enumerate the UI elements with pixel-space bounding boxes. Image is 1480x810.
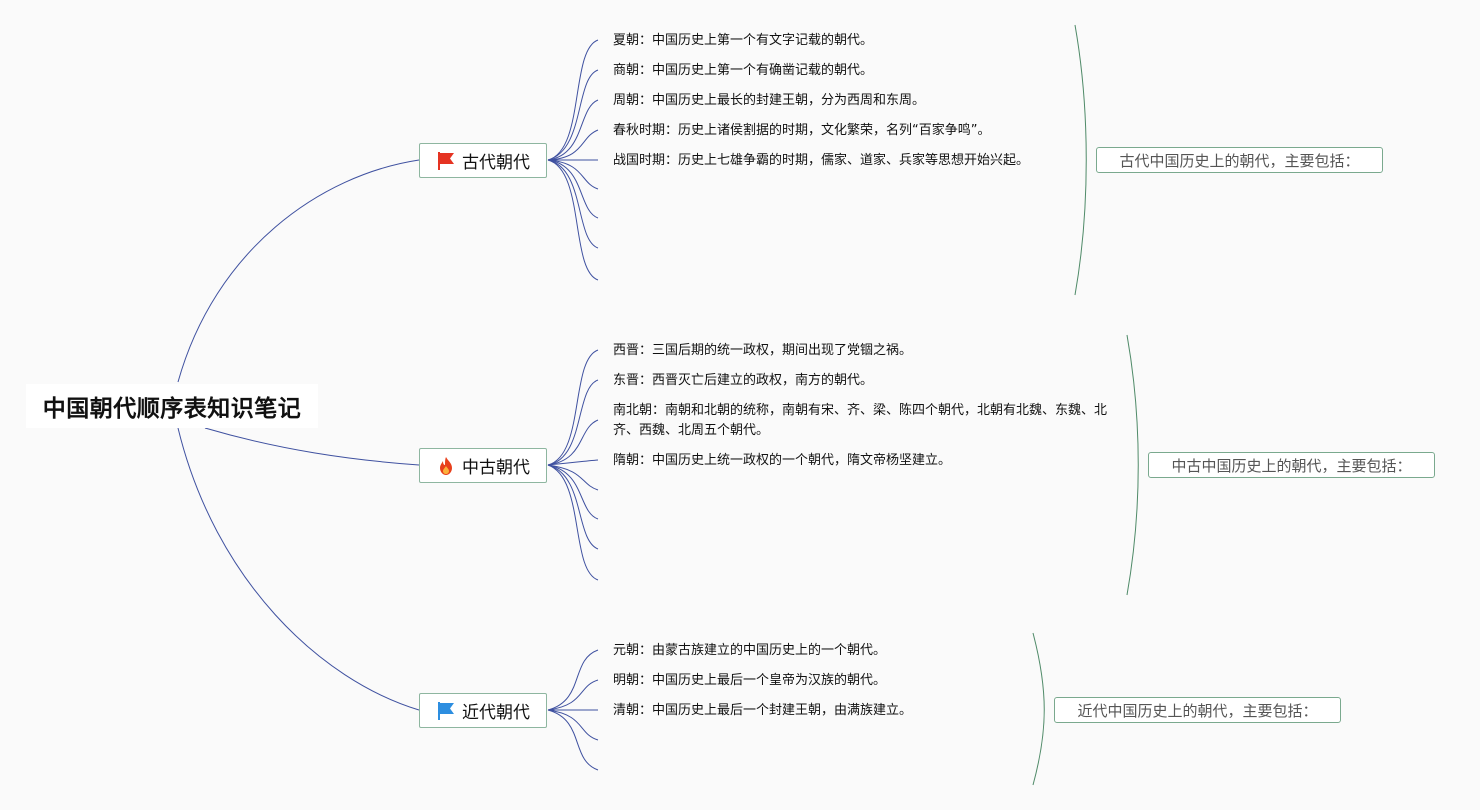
red-flag-icon: [436, 151, 456, 171]
summary-medieval[interactable]: 中古中国历史上的朝代，主要包括：: [1148, 452, 1435, 478]
summary-brace-2: [1126, 334, 1139, 596]
root-connector-2: [204, 427, 420, 466]
branch-1-fan: [547, 39, 599, 281]
fire-icon: [436, 456, 456, 476]
leaf-item[interactable]: 春秋时期：历史上诸侯割据的时期，文化繁荣，名列“百家争鸣”。: [613, 123, 991, 138]
branch-ancient[interactable]: 古代朝代: [419, 143, 547, 178]
root-connector-3: [177, 427, 420, 711]
leaf-item[interactable]: 商朝：中国历史上第一个有确凿记载的朝代。: [613, 63, 874, 78]
leaf-item[interactable]: 明朝：中国历史上最后一个皇帝为汉族的朝代。: [613, 673, 887, 688]
leaf-item[interactable]: 隋朝：中国历史上统一政权的一个朝代，隋文帝杨坚建立。: [613, 453, 952, 468]
leaf-item[interactable]: 西晋：三国后期的统一政权，期间出现了党锢之祸。: [613, 343, 913, 358]
summary-brace-1: [1074, 24, 1087, 296]
branch-label: 中古朝代: [462, 458, 530, 478]
leaf-item[interactable]: 元朝：由蒙古族建立的中国历史上的一个朝代。: [613, 643, 887, 658]
branch-medieval[interactable]: 中古朝代: [419, 448, 547, 483]
summary-modern[interactable]: 近代中国历史上的朝代，主要包括：: [1054, 697, 1341, 723]
blue-flag-icon: [436, 701, 456, 721]
summary-brace-3: [1032, 632, 1045, 786]
leaf-item[interactable]: 东晋：西晋灭亡后建立的政权，南方的朝代。: [613, 373, 874, 388]
branch-label: 古代朝代: [462, 153, 530, 173]
branch-3-fan: [547, 649, 599, 771]
summary-ancient[interactable]: 古代中国历史上的朝代，主要包括：: [1096, 147, 1383, 173]
branch-label: 近代朝代: [462, 703, 530, 723]
leaf-item[interactable]: 周朝：中国历史上最长的封建王朝，分为西周和东周。: [613, 93, 926, 108]
leaf-item[interactable]: 清朝：中国历史上最后一个封建王朝，由满族建立。: [613, 703, 913, 718]
root-connector-1: [177, 159, 420, 383]
branch-2-fan: [547, 349, 599, 581]
leaf-item[interactable]: 南北朝：南朝和北朝的统称，南朝有宋、齐、梁、陈四个朝代，北朝有北魏、东魏、北齐、…: [613, 403, 1108, 438]
root-topic[interactable]: 中国朝代顺序表知识笔记: [26, 384, 318, 428]
branch-modern[interactable]: 近代朝代: [419, 693, 547, 728]
leaf-item[interactable]: 战国时期：历史上七雄争霸的时期，儒家、道家、兵家等思想开始兴起。: [613, 153, 1030, 168]
leaf-item[interactable]: 夏朝：中国历史上第一个有文字记载的朝代。: [613, 33, 874, 48]
